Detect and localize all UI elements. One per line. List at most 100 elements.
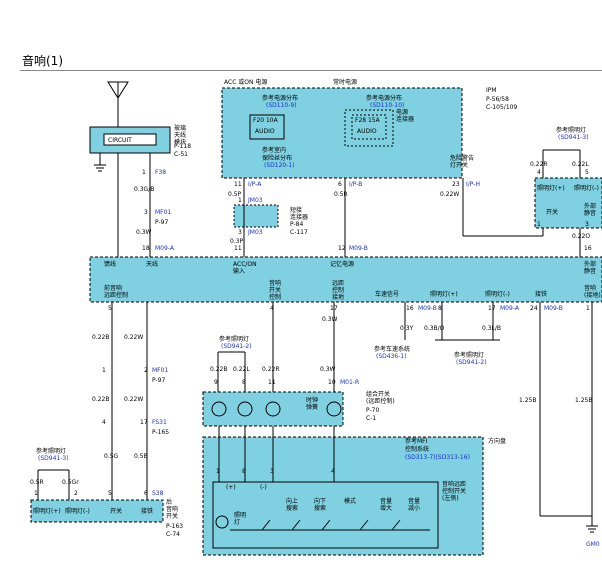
label-mid-n8: 8 [438,305,442,312]
switch-contacts-icon [261,519,401,531]
label-right_side-lamp_plus: 照明灯(+) [537,184,565,192]
label-mid-ref_lamp3: 参考照明灯 [219,335,249,343]
circuit-label: CIRCUIT [108,137,132,144]
label-pins_top-rp1: 1 [537,221,541,228]
label-mid-w022w: 0.22W [124,334,143,341]
label-unit-lamp_minus: 照明灯(-) [485,290,510,298]
label-mid-w05g: 0.5G [104,453,119,460]
label-steering-btn1: 搜索 [286,504,298,512]
label-unit-ground: 接铁 [535,290,547,298]
label-right_side-ext: 静音 [584,209,596,217]
label-unit-feed: 馈线 [104,260,116,268]
label-pins_top-w03p: 0.3P [230,238,244,245]
page-title: 音响(1) [22,54,63,68]
label-pins_top-rp5: 5 [585,169,589,176]
label-left_bottom-p163: P-163 [166,523,183,530]
label-steering-s1: 1 [216,468,220,475]
ref-mfi-id: (SD313-7)(SD313-16) [405,454,470,461]
label-mid-w125b2: 1.25B [575,397,592,404]
label-steering-lamp: 灯 [234,518,240,526]
combo-switch-panel [202,391,344,427]
label-steering-ref_mfi: 参考MFI [405,437,428,445]
label-left_bottom-n2: 2 [74,490,78,497]
rear-switch-panel [30,499,164,523]
fuse2-connector-outline [344,109,394,147]
label-mid-w03w: 0.3W [322,316,338,323]
fuse2-label: AUDIO [357,128,377,135]
label-left_bottom-lamp_minus: 照明灯(-) [65,507,90,515]
label-mid-n1b: 1 [102,367,106,374]
title-divider [20,70,602,71]
label-mid-w03b: 0.3B/O [424,325,445,332]
label-mid-p97: P-97 [152,377,165,384]
label-mid-n4b: 4 [102,419,106,426]
combo-contact-4 [326,401,342,417]
label-mid-c9: 9 [214,379,218,386]
m09a-label: M09-A [155,245,175,252]
ref-power2-id: (SD110-10) [370,102,404,109]
label-left_bottom-rear_audio: 开关 [166,512,178,520]
remote-switch-box [212,481,439,549]
label-mid-c8: 8 [242,379,246,386]
label-pins_top-w022w: 0.22W [440,191,459,198]
fuse2-note: 电源 [396,108,408,116]
label-left_bottom-n1: 1 [34,490,38,497]
label-mid-c022b: 0.22B [210,366,227,373]
label-mid-n5: 5 [108,305,112,312]
label-mid-p165: P-165 [152,429,169,436]
antenna-icon [107,81,129,127]
label-left_bottom-ref_lamp: 参考照明灯 [36,447,66,455]
ref-indoor-label: 参考室内 [262,146,286,154]
label-pins_top-p1b: 1 [238,197,242,204]
label-pins_top-w05r: 0.5R [334,191,348,198]
ref-indoor-id: (SD120-1) [264,162,295,169]
label-pins_top-p84: P-84 [290,221,303,228]
label-unit-audio_out: 音响 [269,279,281,287]
gm-label: GM0 [586,541,600,548]
label-mid-combo: (远距控制) [366,397,395,405]
label-pins_top-p97: P-97 [155,219,168,226]
iph-label: I/P-H [466,181,480,188]
label-left_bottom-rear_audio: 后 [166,498,172,506]
label-pins_top-ip6: 6 [338,181,342,188]
label-unit-right_ext: 外部 [584,260,596,268]
label-steering-btn1: 向上 [286,497,298,505]
label-mid-n17b: 17 [488,305,496,312]
label-pins_top-rp16: 16 [584,245,592,252]
audio-unit-panel [89,256,602,303]
label-unit-acc_on: ACC/ON [233,261,257,268]
label-mid-c022r: 0.22R [262,366,280,373]
label-unit-speed: 车速信号 [375,290,399,298]
label-steering-btn2: 向下 [314,497,326,505]
label-pins_top-p12: 12 [338,245,346,252]
label-left_bottom-w05r: 0.5R [30,479,44,486]
label-mid-n17: 17 [330,305,338,312]
label-steering-remote_switch: 控制开关 [442,487,466,495]
label-unit-right_audio: (接地) [584,291,601,299]
hazard-switch-label: 危险警告 [450,154,474,162]
label-unit-lamp_plus: 照明灯(+) [430,290,458,298]
label-unit-acc_on: 输入 [233,267,245,275]
acc-on-power-label: ACC 或ON 电源 [224,78,267,86]
label-mid-n1: 1 [586,305,590,312]
f38-label: F38 [155,169,166,176]
label-pins_top-r022r: 0.22R [530,161,548,168]
label-left_bottom-n6: 6 [144,490,148,497]
label-right_side-switch: 开关 [546,208,558,216]
label-left_bottom-switch: 开关 [110,507,122,515]
label-mid-w03l: 0.3L/B [482,325,501,332]
combo-contact-3 [265,401,281,417]
label-steering-btn4: 音量 [380,497,392,505]
label-mid-c1: C-1 [366,415,376,422]
label-pins_top-rp4: 4 [537,169,541,176]
label-steering-btn5: 音量 [408,497,420,505]
label-left_bottom-ground: 接铁 [141,507,153,515]
mid-m09b: M09-B [418,305,437,312]
label-mid-w125b: 1.25B [519,397,536,404]
label-mid-w05b: 0.5B [134,453,148,460]
label-pins_top-c117: C-117 [290,229,308,236]
fuse1-label: AUDIO [255,128,275,135]
label-mid-w022b: 0.22B [92,334,109,341]
label-steering-s8: 8 [242,468,246,475]
